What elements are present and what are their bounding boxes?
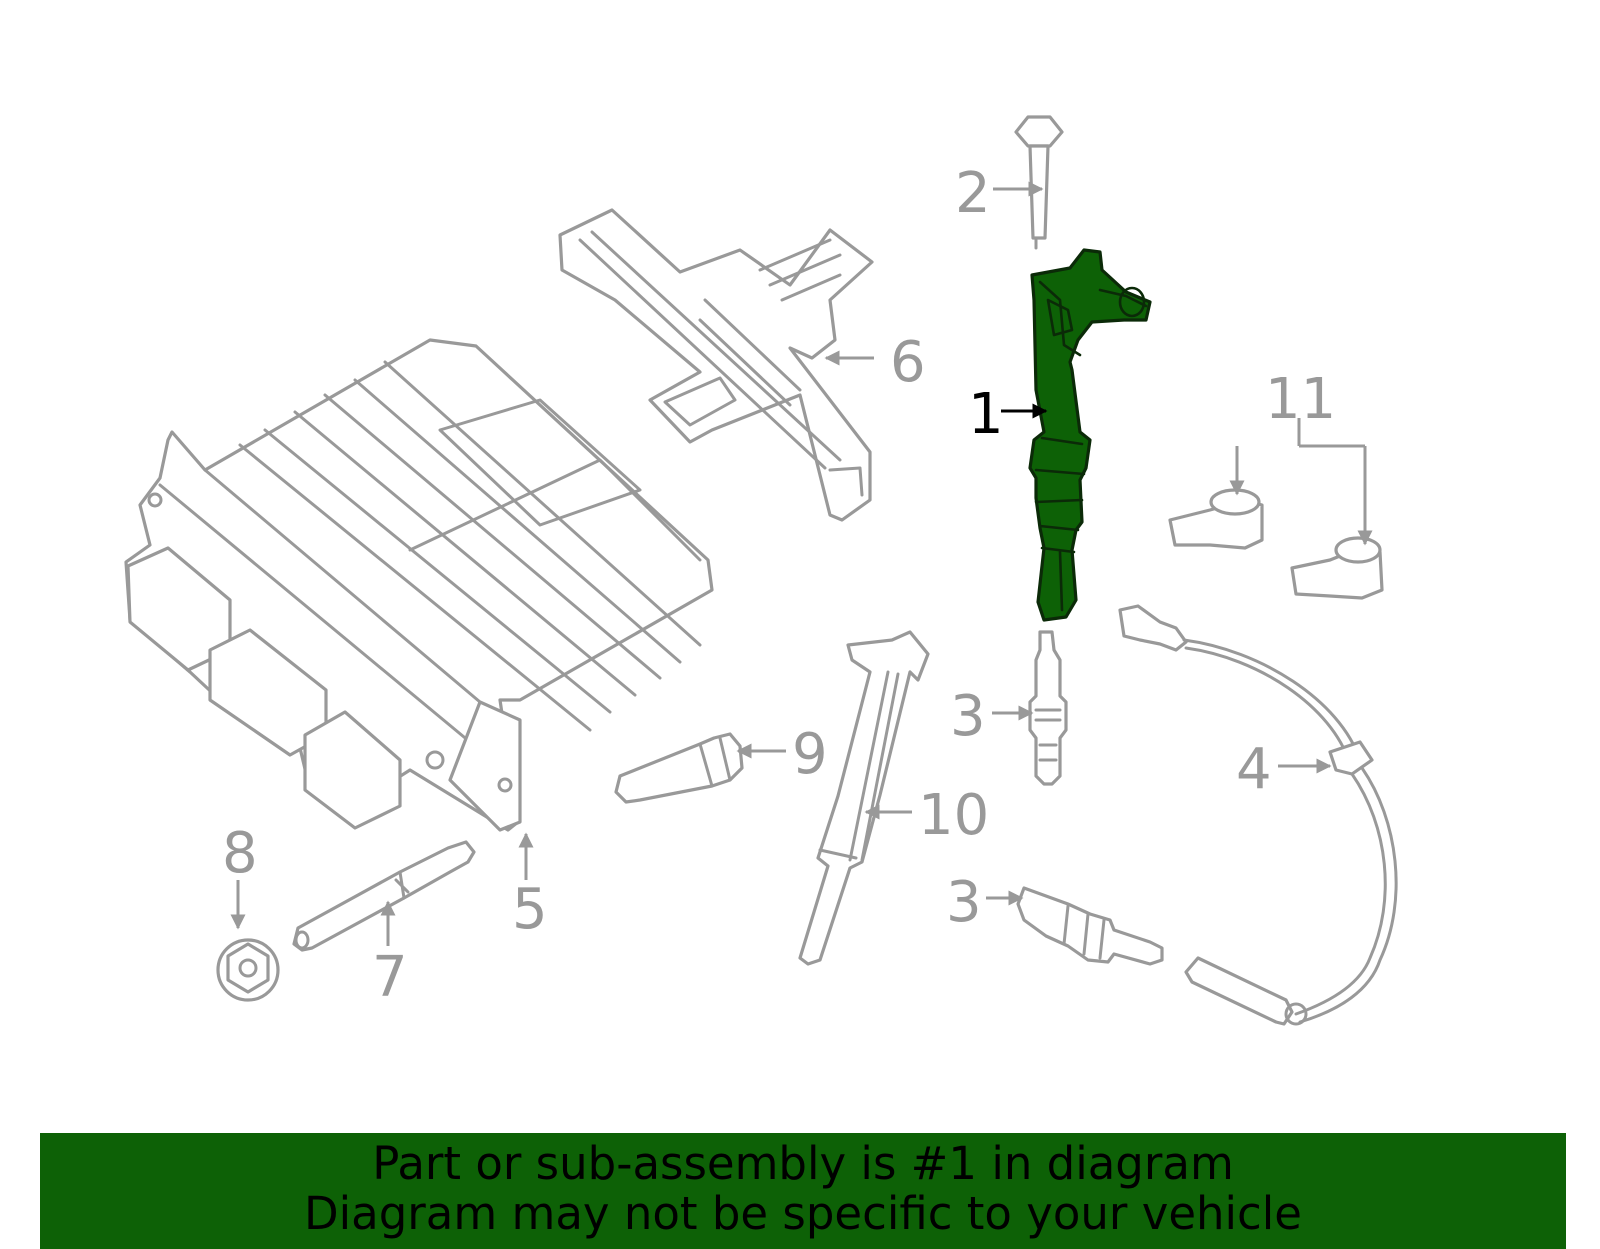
- callout-4: 4: [1236, 737, 1272, 802]
- part-8-nut[interactable]: [216, 938, 280, 1002]
- part-10-probe[interactable]: [798, 630, 930, 966]
- part-4-sensor[interactable]: [1118, 604, 1398, 1026]
- leader-lines: [230, 181, 1373, 946]
- part-3-spark-plug-lower[interactable]: [1016, 886, 1164, 966]
- part-11-clips[interactable]: [1168, 488, 1384, 600]
- callout-10: 10: [918, 783, 989, 848]
- part-9-sensor[interactable]: [614, 732, 744, 804]
- callout-11: 11: [1265, 367, 1336, 432]
- callout-3-lower: 3: [946, 870, 982, 935]
- part-6-bracket[interactable]: [558, 208, 874, 522]
- callout-3-upper: 3: [950, 684, 986, 749]
- callout-5: 5: [512, 877, 548, 942]
- callout-7: 7: [372, 945, 408, 1010]
- callout-8: 8: [222, 821, 258, 886]
- part-2-bolt[interactable]: [1014, 115, 1064, 250]
- callout-9: 9: [792, 722, 828, 787]
- callout-1: 1: [968, 382, 1004, 447]
- part-1-ignition-coil[interactable]: [1028, 248, 1152, 622]
- banner-line-1: Part or sub-assembly is #1 in diagram: [372, 1137, 1234, 1190]
- callout-6: 6: [890, 330, 926, 395]
- part-5-control-module[interactable]: [124, 338, 714, 832]
- callout-labels: 2 6 1 11 3 4 9 10 3 5 7 8: [222, 161, 1336, 1010]
- part-7-pin[interactable]: [292, 840, 476, 952]
- part-3-spark-plug-upper[interactable]: [1028, 630, 1068, 786]
- info-banner: Part or sub-assembly is #1 in diagram Di…: [40, 1133, 1566, 1249]
- banner-line-2: Diagram may not be specific to your vehi…: [304, 1187, 1302, 1240]
- callout-2: 2: [955, 161, 991, 226]
